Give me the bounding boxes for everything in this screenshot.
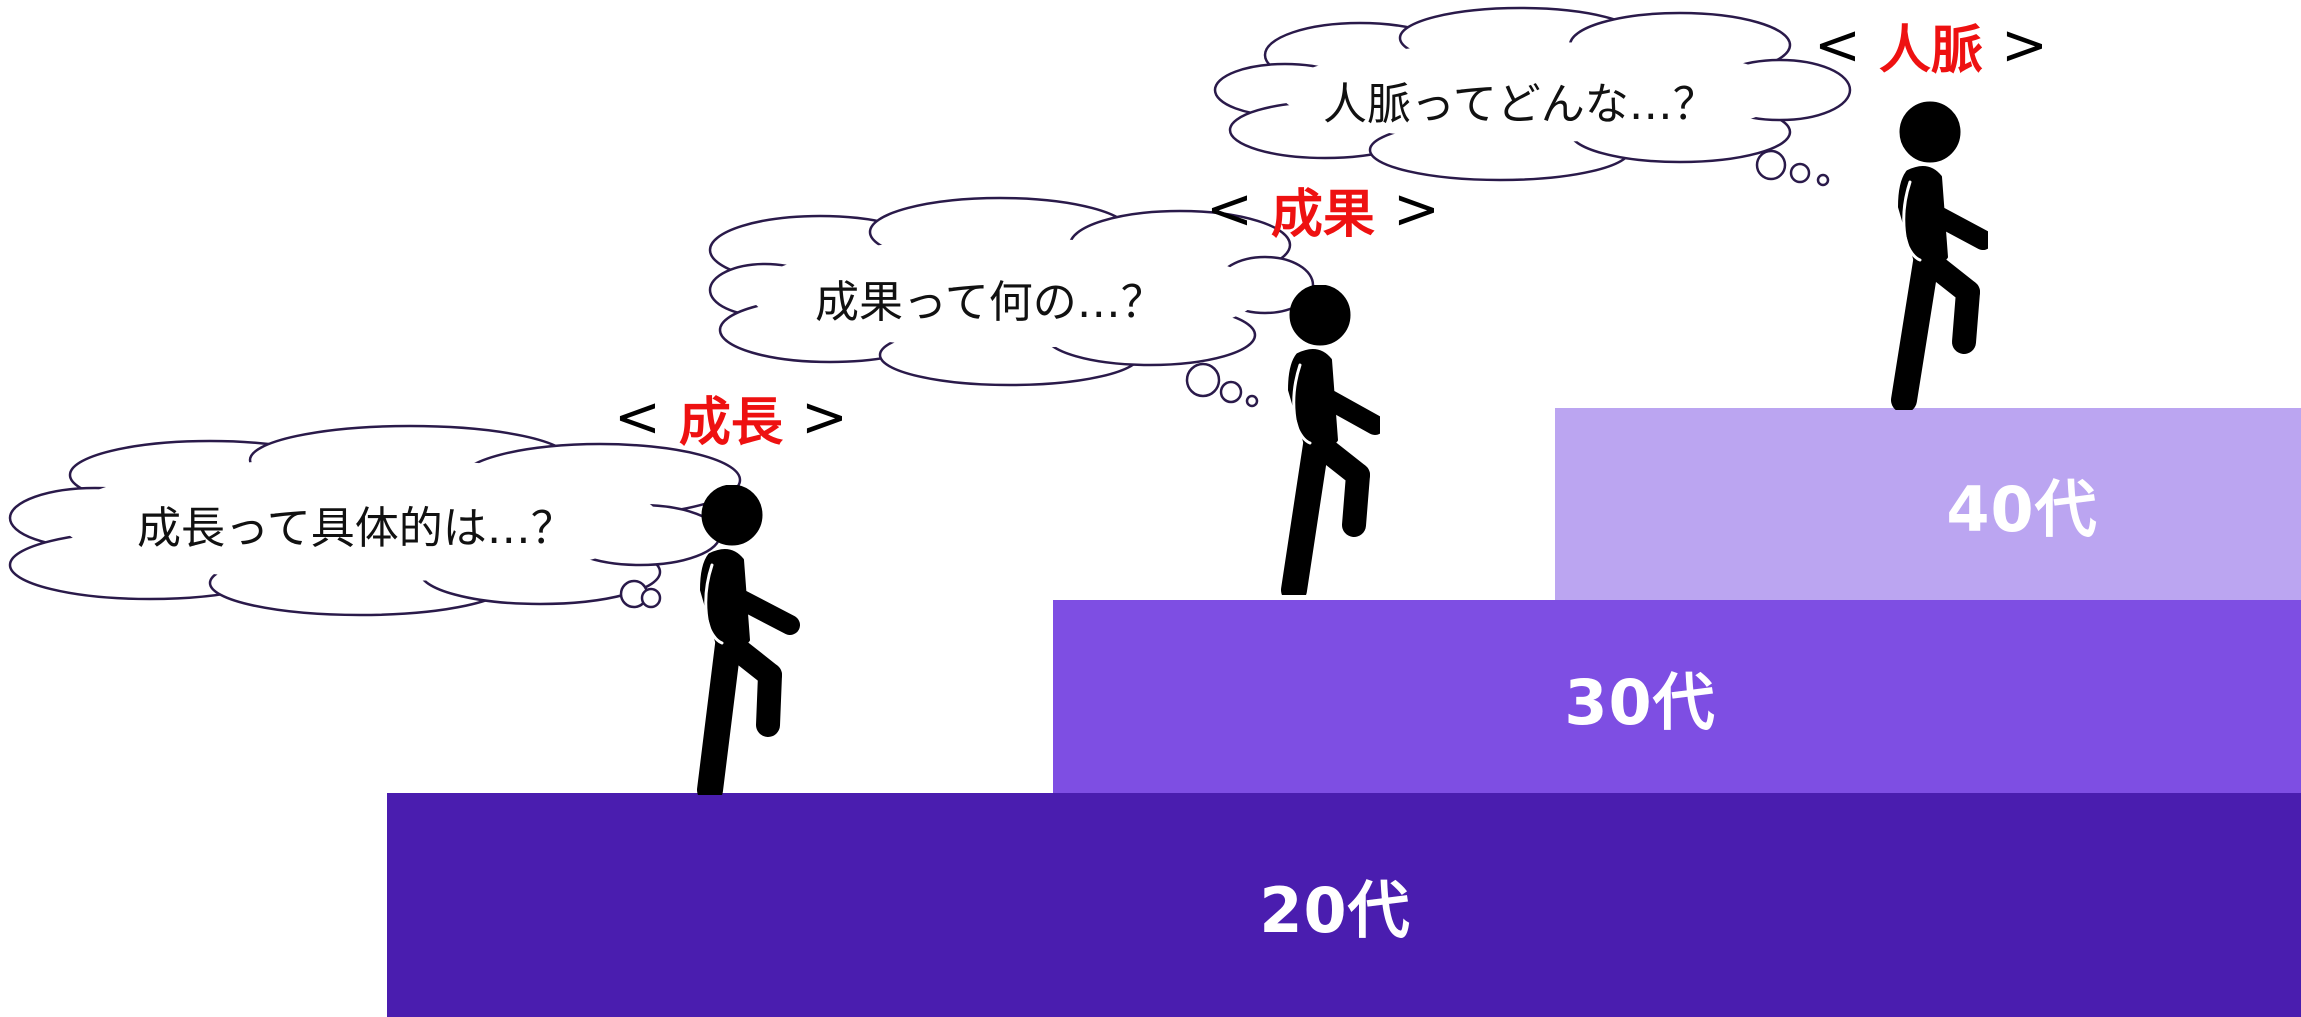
bracket-open: < [1814,13,1861,78]
theme-word-results: 成果 [1270,185,1375,245]
step-40s: 40代 [1555,408,2301,600]
thought-text-network: 人脈ってどんな…？ [1323,79,1717,130]
theme-label-network: < 人脈 > [1814,8,2048,83]
bracket-close: > [800,385,848,450]
step-20s: 20代 [387,793,2301,1017]
step-40s-label: 40代 [1946,473,2098,546]
walking-person-icon [1891,101,1988,410]
theme-word-network: 人脈 [1878,21,1983,81]
theme-word-growth: 成長 [678,393,783,453]
theme-label-growth: < 成長 > [614,380,848,455]
theme-label-results: < 成果 > [1206,172,1440,247]
walking-person-icon [1281,285,1380,595]
bracket-open: < [1206,177,1253,242]
step-30s: 30代 [1053,600,2301,793]
bracket-open: < [614,385,661,450]
step-30s-label: 30代 [1564,665,1716,739]
thought-text-results: 成果って何の…？ [815,277,1165,328]
thought-text-growth: 成長って具体的は…？ [137,503,575,554]
step-20s-label: 20代 [1259,874,1411,947]
bracket-close: > [2000,13,2048,78]
thought-cloud-icon [8,424,742,617]
walking-person-icon [697,485,800,795]
thought-cloud-icon [1213,6,1852,182]
bracket-close: > [1392,177,1440,242]
thought-cloud-icon [708,196,1315,387]
